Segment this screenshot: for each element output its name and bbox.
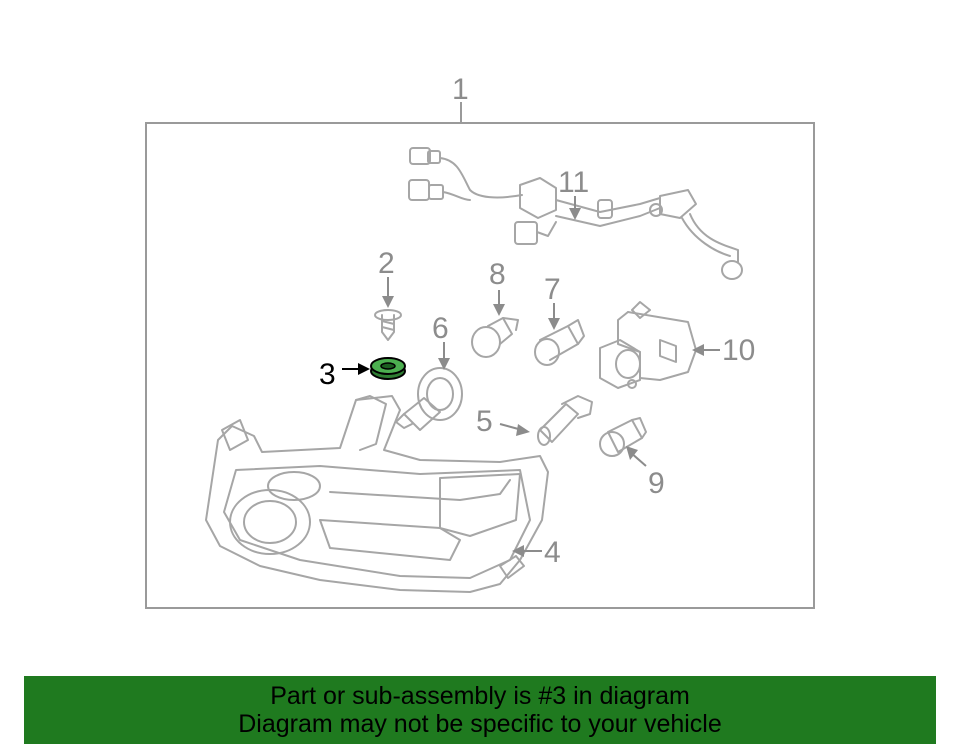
bulb-7[interactable] (534, 319, 585, 366)
banner-line-2: Diagram may not be specific to your vehi… (238, 710, 722, 738)
grommet-highlighted[interactable] (370, 357, 406, 380)
bulb-5[interactable] (537, 395, 593, 446)
screw[interactable] (374, 309, 402, 341)
assembly-frame (145, 122, 815, 609)
callout-8: 8 (489, 258, 506, 291)
parts-diagram: 1 11 2 3 (145, 73, 815, 609)
callout-2: 2 (378, 247, 395, 280)
callout-3: 3 (319, 358, 336, 391)
info-banner: Part or sub-assembly is #3 in diagram Di… (24, 676, 936, 744)
wiring-harness[interactable] (408, 147, 743, 280)
callout-4: 4 (544, 536, 561, 569)
callout-9: 9 (648, 467, 665, 500)
headlamp-housing[interactable] (205, 395, 549, 593)
callout-11: 11 (558, 166, 589, 199)
banner-line-1: Part or sub-assembly is #3 in diagram (270, 682, 690, 710)
callout-1: 1 (452, 73, 469, 106)
leveling-motor[interactable] (599, 301, 697, 389)
bulb-8[interactable] (471, 317, 519, 358)
bulb-6[interactable] (395, 367, 463, 431)
callout-5: 5 (476, 405, 493, 438)
bulb-9[interactable] (599, 417, 647, 457)
callout-6: 6 (432, 312, 449, 345)
callout-10: 10 (722, 334, 755, 367)
callout-7: 7 (544, 273, 561, 306)
